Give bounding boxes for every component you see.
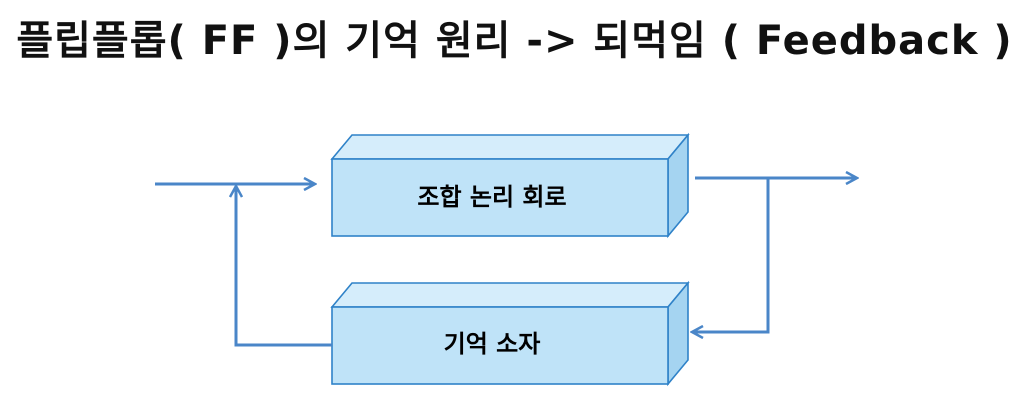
- diagram-title: 플립플롭( FF )의 기억 원리 -> 되먹임 ( Feedback ): [16, 18, 1013, 64]
- feedback-from-memory-arrow: [236, 186, 332, 347]
- feedback-to-memory-arrow: [692, 178, 770, 332]
- combinational-logic-block-front: [331, 158, 669, 237]
- combinational-logic-block-top: [330, 134, 690, 160]
- combinational-logic-block: 조합 논리 회로: [330, 132, 690, 239]
- memory-element-block-front: [331, 306, 669, 385]
- combinational-logic-label: 조합 논리 회로: [417, 183, 566, 211]
- memory-element-block-top: [330, 282, 690, 308]
- memory-element-block: 기억 소자: [330, 280, 690, 387]
- memory-element-label: 기억 소자: [444, 330, 541, 358]
